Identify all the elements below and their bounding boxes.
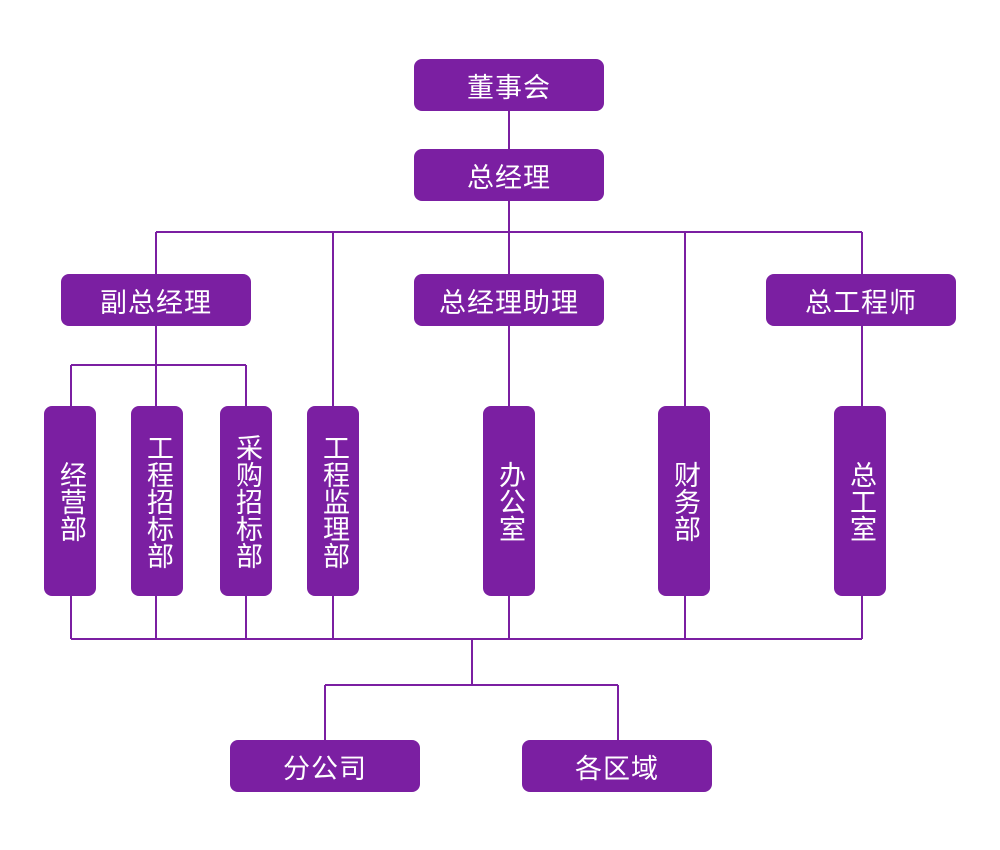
node-office: 办公室 <box>483 406 535 596</box>
node-label: 分公司 <box>283 753 367 785</box>
node-finance-dept: 财务部 <box>658 406 710 596</box>
node-general-manager: 总经理 <box>414 149 604 201</box>
node-label: 总经理助理 <box>439 287 579 319</box>
node-regions: 各区域 <box>522 740 712 792</box>
node-label: 副总经理 <box>100 287 212 319</box>
node-branch-company: 分公司 <box>230 740 420 792</box>
node-deputy-gm: 副总经理 <box>61 274 251 326</box>
node-assistant-gm: 总经理助理 <box>414 274 604 326</box>
node-chief-engineer: 总工程师 <box>766 274 956 326</box>
node-label: 财务部 <box>669 460 700 542</box>
node-board: 董事会 <box>414 59 604 111</box>
node-label: 总经理 <box>467 162 551 194</box>
node-label: 办公室 <box>494 460 525 542</box>
node-label: 各区域 <box>575 753 659 785</box>
node-label: 工程监理部 <box>318 433 349 569</box>
node-chief-engineer-office: 总工室 <box>834 406 886 596</box>
node-label: 工程招标部 <box>142 433 173 569</box>
node-label: 董事会 <box>467 72 551 104</box>
node-label: 经营部 <box>55 460 86 542</box>
node-engineering-supervision-dept: 工程监理部 <box>307 406 359 596</box>
node-operations-dept: 经营部 <box>44 406 96 596</box>
node-procurement-bidding-dept: 采购招标部 <box>220 406 272 596</box>
node-label: 总工室 <box>845 460 876 542</box>
node-label: 总工程师 <box>805 287 917 319</box>
node-engineering-bidding-dept: 工程招标部 <box>131 406 183 596</box>
node-label: 采购招标部 <box>231 433 262 569</box>
